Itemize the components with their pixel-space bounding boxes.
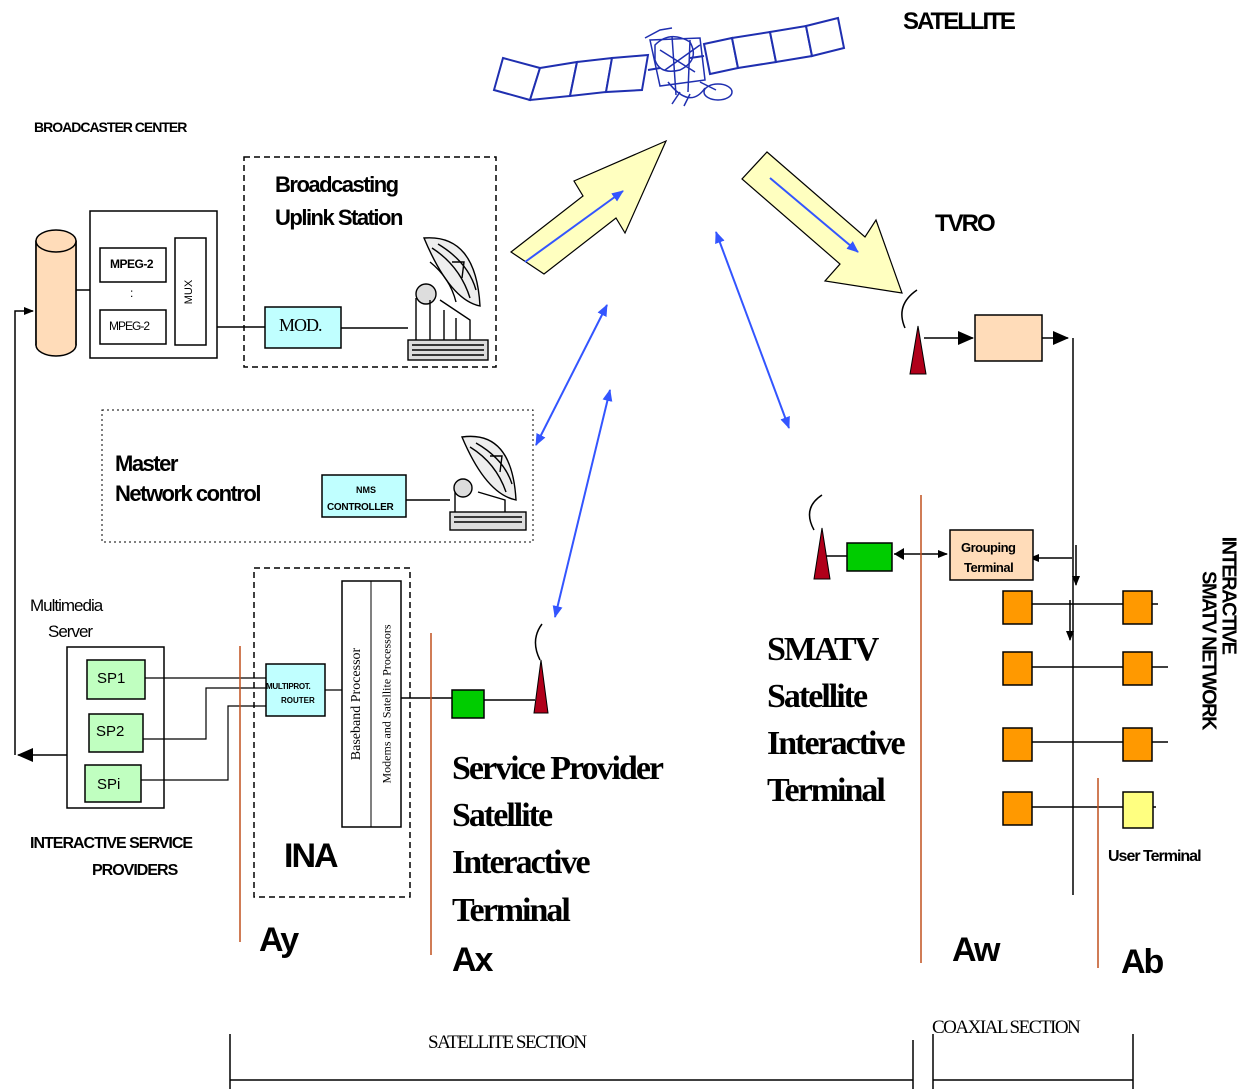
sp-terminal-antenna-icon: [533, 623, 549, 714]
sp-terminal-label-2: Satellite: [452, 797, 553, 834]
user-terminal-label: User Terminal: [1108, 848, 1202, 865]
tvro-label: TVRO: [935, 210, 996, 237]
uplink-station-label: Uplink Station: [275, 205, 403, 230]
sp-terminal-label-1: Service Provider: [452, 750, 664, 787]
master-network-control-frame: [101, 409, 534, 543]
broadcasting-uplink-frame: [243, 156, 497, 368]
sp-terminal-label-3: Interactive: [452, 844, 591, 881]
downlink-signal-arrow: [769, 177, 859, 253]
satellite-section-label: SATELLITE SECTION: [428, 1032, 587, 1053]
mod-label: MOD.: [279, 315, 323, 335]
multiprotocol-router-box: [265, 663, 326, 717]
isp-label-1: INTERACTIVE SERVICE: [30, 835, 193, 852]
coaxial-section-label: COAXIAL SECTION: [932, 1017, 1081, 1038]
router-label-2: ROUTER: [281, 696, 315, 705]
section-brackets: [229, 1034, 1134, 1089]
broadcasting-label: Broadcasting: [275, 172, 399, 197]
interface-ab-label: Ab: [1121, 943, 1164, 981]
nms-controller-box: [321, 474, 407, 518]
sp2-box: [88, 713, 144, 753]
interface-ay-label: Ay: [259, 921, 299, 959]
satellite-label: SATELLITE: [903, 8, 1016, 35]
broadcaster-center-label: BROADCASTER CENTER: [34, 119, 187, 135]
smatv-terminal-label-3: Interactive: [767, 725, 906, 762]
interactive-smatv-label-2: SMATV NETWORK: [1197, 571, 1220, 729]
smatv-terminal-label-1: SMATV: [767, 631, 879, 668]
return-links: [535, 231, 790, 618]
smatv-terminal-label-4: Terminal: [767, 772, 886, 809]
grouping-terminal-box: [949, 529, 1034, 581]
grouping-label-2: Terminal: [964, 560, 1014, 575]
sp1-label: SP1: [97, 670, 126, 687]
outlet-boxes: [1002, 590, 1153, 826]
multimedia-label: Multimedia: [30, 596, 103, 615]
master-label: Master: [115, 451, 178, 476]
uplink-dish-icon: [407, 237, 489, 361]
mpeg2-box-bottom: [99, 309, 167, 345]
server-router-links: [141, 677, 266, 781]
mpeg2-box-top: [99, 247, 167, 283]
server-label: Server: [48, 622, 93, 641]
interface-ax-label: Ax: [452, 941, 493, 979]
sp-terminal-modem-box: [451, 689, 485, 719]
uplink-signal-arrow: [524, 190, 624, 263]
router-label-1: MULTIPROT.: [266, 682, 311, 691]
network-control-label: Network control: [115, 481, 261, 506]
isp-label-2: PROVIDERS: [92, 862, 178, 879]
baseband-label: Baseband Processor: [349, 647, 364, 761]
interactive-smatv-label-1: INTERACTIVE: [1217, 536, 1240, 654]
feedback-arrow-up: [14, 307, 34, 755]
tvro-antenna-icon: [901, 289, 927, 375]
mux-label: MUX: [183, 279, 195, 305]
master-dish-icon: [449, 435, 527, 531]
spi-box: [84, 764, 142, 803]
uplink-beam-arrow: [509, 139, 668, 275]
sp-terminal-label-4: Terminal: [452, 892, 571, 929]
smatv-antenna-icon: [808, 494, 831, 580]
mpeg2-bottom-label: MPEG-2: [109, 319, 150, 333]
grouping-label-1: Grouping: [961, 540, 1016, 555]
satellite-icon: [492, 16, 846, 107]
sp2-label: SP2: [96, 723, 125, 740]
content-server-cylinder: [35, 229, 77, 357]
interface-aw-label: Aw: [952, 931, 1000, 969]
smatv-terminal-label-2: Satellite: [767, 678, 868, 715]
ina-frame: [253, 567, 411, 898]
tvro-receiver-box: [974, 314, 1043, 362]
mux-box: [174, 237, 207, 346]
interface-lines: [239, 495, 1099, 968]
smatv-modem-box: [846, 542, 893, 572]
ina-label: INA: [284, 837, 339, 875]
nms-label: NMS: [356, 485, 376, 495]
user-terminal-box: [1122, 791, 1154, 829]
controller-label: CONTROLLER: [327, 502, 394, 513]
mpeg2-top-label: MPEG-2: [110, 257, 154, 271]
mpeg-dots-label: :: [130, 286, 134, 300]
spi-label: SPi: [97, 776, 121, 793]
sp1-box: [86, 659, 146, 700]
modems-label: Modems and Satellite Processors: [379, 624, 394, 784]
user-outlets: [1032, 603, 1168, 808]
